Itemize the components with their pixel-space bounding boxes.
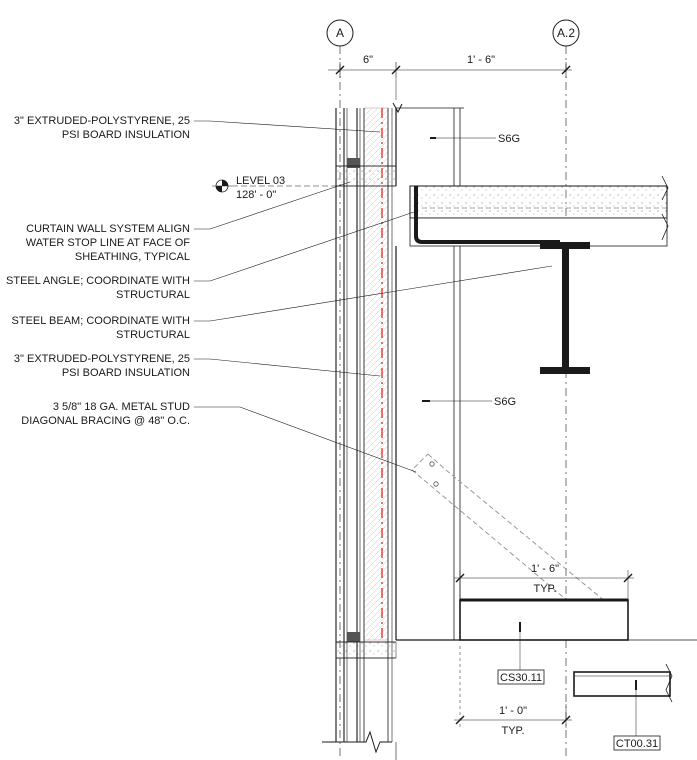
level-marker: LEVEL 03 128' - 0" (212, 175, 340, 201)
note-line: PSI BOARD INSULATION (62, 129, 190, 141)
dimension-1ft6in: 1' - 6" (467, 54, 495, 66)
tag-label: CT00.31 (616, 738, 658, 750)
note-line: DIAGONAL BRACING @ 48" O.C. (21, 415, 190, 427)
upper-stud-wall (392, 102, 464, 186)
grid-label-a2: A.2 (557, 26, 575, 40)
note-line: SHEATHING, TYPICAL (75, 251, 190, 263)
curtain-wall-mullion (335, 108, 361, 742)
tag-s6g-mid: S6G (422, 396, 516, 408)
note-steel-beam: STEEL BEAM; COORDINATE WITH STRUCTURAL (12, 265, 553, 341)
top-dimension-string: 6" 1' - 6" (328, 54, 572, 100)
note-steel-angle: STEEL ANGLE; COORDINATE WITH STRUCTURAL (6, 211, 415, 301)
note-line: STEEL ANGLE; COORDINATE WITH (6, 275, 190, 287)
level-slab-edge-upper (335, 165, 397, 187)
lower-stud-wall (395, 246, 461, 760)
note-line: STEEL BEAM; COORDINATE WITH (12, 315, 191, 327)
note-xps-upper: 3" EXTRUDED-POLYSTYRENE, 25 PSI BOARD IN… (14, 115, 381, 141)
note-curtain-wall: CURTAIN WALL SYSTEM ALIGN WATER STOP LIN… (26, 181, 351, 263)
concrete-slab (409, 175, 669, 247)
tag-s6g-top: S6G (430, 133, 520, 145)
note-line: PSI BOARD INSULATION (62, 367, 190, 379)
note-line: 3 5/8" 18 GA. METAL STUD (53, 401, 190, 413)
grid-line-a: A (326, 19, 354, 760)
note-xps-lower: 3" EXTRUDED-POLYSTYRENE, 25 PSI BOARD IN… (14, 353, 381, 379)
note-line: STRUCTURAL (116, 289, 190, 301)
lower-right-member (573, 663, 673, 703)
tag-ct00-31: CT00.31 (613, 690, 661, 751)
grid-line-a2: A.2 (552, 19, 580, 760)
tag-label: CS30.11 (500, 672, 542, 684)
bottom-break-line (322, 730, 392, 754)
note-line: STRUCTURAL (116, 329, 190, 341)
tag-label: S6G (498, 133, 520, 145)
dimension-bottom-typ: TYP. (501, 725, 524, 737)
bottom-dimension: 1' - 0" TYP. (454, 646, 572, 737)
tag-cs30-11: CS30.11 (497, 632, 545, 685)
dimension-bottom: 1' - 0" (499, 705, 527, 717)
grid-label-a: A (336, 26, 344, 40)
level-name: LEVEL 03 (236, 175, 285, 187)
mid-dimension: 1' - 6" TYP. (454, 563, 634, 600)
dimension-6in: 6" (363, 54, 373, 66)
note-stud-bracing: 3 5/8" 18 GA. METAL STUD DIAGONAL BRACIN… (21, 401, 417, 473)
note-line: CURTAIN WALL SYSTEM ALIGN (26, 223, 190, 235)
dimension-mid-typ: TYP. (533, 583, 556, 595)
lower-steel-ledge (459, 598, 697, 641)
steel-beam (540, 242, 590, 374)
level-elevation: 128' - 0" (236, 189, 276, 201)
insulation-band (363, 107, 393, 742)
tag-label: S6G (494, 396, 516, 408)
note-line: 3" EXTRUDED-POLYSTYRENE, 25 (14, 115, 190, 127)
level-slab-edge-lower (335, 641, 397, 659)
steel-angle (414, 186, 560, 244)
note-line: 3" EXTRUDED-POLYSTYRENE, 25 (14, 353, 190, 365)
note-line: WATER STOP LINE AT FACE OF (26, 237, 191, 249)
dimension-mid: 1' - 6" (531, 563, 559, 575)
